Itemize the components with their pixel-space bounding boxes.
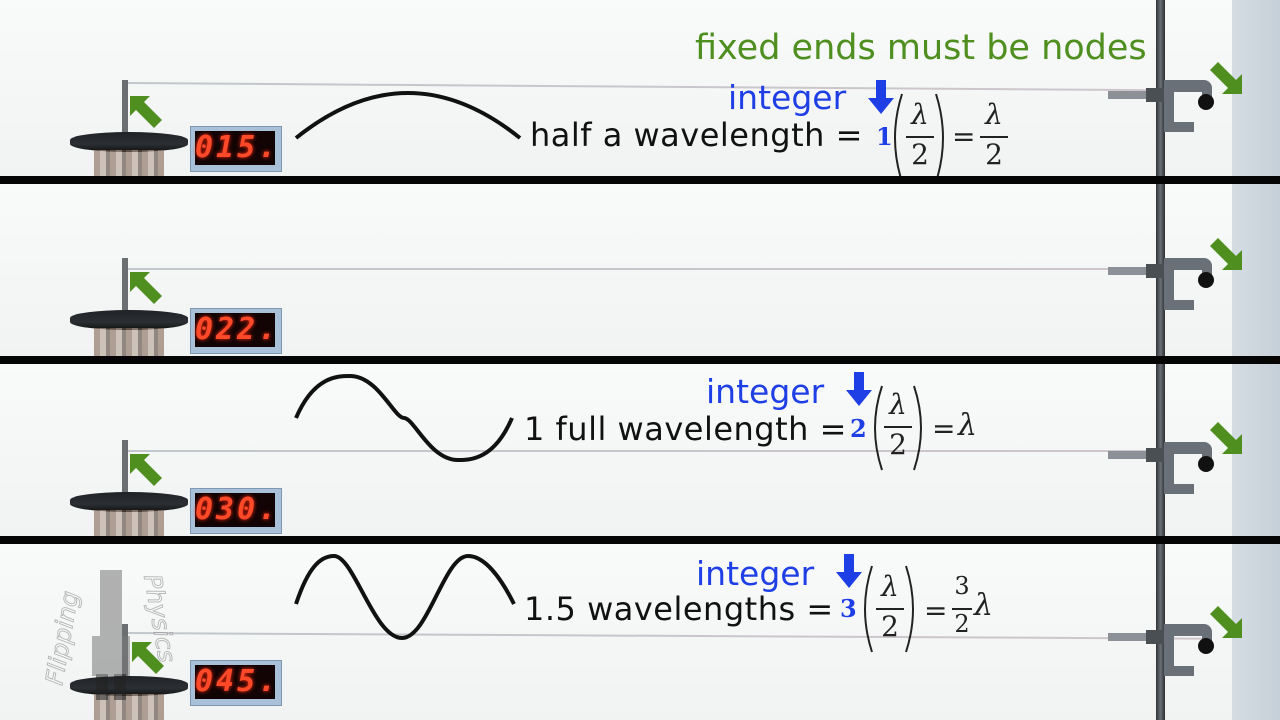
driver-disc (70, 492, 188, 512)
result-lambda: λ (974, 588, 994, 623)
down-arrow-icon (846, 372, 872, 406)
frequency-readout: 045. (195, 664, 280, 699)
result-fraction: 3 2 (942, 564, 982, 652)
left-paren (894, 93, 903, 176)
frequency-readout: 030. (195, 492, 280, 527)
panel-full-wavelength: 030. 1 full wavelength = integer 2 λ 2 =… (0, 364, 1280, 536)
equals-sign: = (932, 412, 956, 445)
driver-rod (122, 80, 128, 138)
clamp-bracket (1164, 258, 1214, 310)
result-numerator: 3 (954, 572, 970, 600)
fraction-lambda-over-2: λ 2 (878, 384, 918, 470)
frequency-display: 030. (190, 488, 282, 534)
fraction-numerator: λ (889, 388, 907, 421)
clamp-bolt (1108, 88, 1166, 102)
integer-multiplier: 1 (876, 122, 893, 151)
result-numerator: λ (985, 98, 1003, 131)
panel-1-5-wavelengths: 045. 1.5 wavelengths = integer 3 λ 2 = 3… (0, 544, 1280, 720)
fraction-bar (952, 608, 972, 610)
fraction-bar (906, 136, 934, 138)
green-arrow-icon (130, 96, 162, 128)
integer-label: integer (728, 78, 847, 117)
svg-text:Physics: Physics (138, 572, 181, 664)
integer-multiplier: 2 (850, 414, 867, 443)
one-and-half-wave-diagram (294, 553, 516, 641)
frequency-display: 015. (190, 126, 282, 172)
string (121, 632, 1212, 640)
green-arrow-icon (130, 272, 162, 304)
down-arrow-icon (836, 554, 862, 588)
result-fraction: λ 2 (974, 92, 1014, 176)
left-paren (864, 565, 873, 653)
green-arrow-icon (1210, 606, 1242, 638)
result-lambda: λ (958, 408, 978, 443)
result-denominator: 2 (954, 610, 970, 638)
panel-half-wavelength: 015. half a wavelength = integer 1 λ 2 =… (0, 0, 1280, 176)
clamp-bracket (1164, 442, 1214, 494)
frequency-readout: 022. (195, 312, 280, 347)
driver-mechanism (94, 328, 164, 356)
fraction-denominator: 2 (881, 610, 899, 643)
clamp-bracket (1164, 624, 1214, 676)
clamp-bolt (1108, 264, 1166, 278)
frequency-display: 045. (190, 660, 282, 706)
frequency-display: 022. (190, 308, 282, 354)
panel-no-wave: 022. (0, 184, 1280, 356)
divider (0, 536, 1280, 544)
green-arrow-icon (132, 642, 164, 674)
left-paren (874, 385, 883, 471)
green-arrow-icon (1210, 422, 1242, 454)
wave-driver (70, 80, 188, 176)
result-denominator: 2 (985, 138, 1003, 171)
fraction-lambda-over-2: λ 2 (900, 92, 940, 176)
driver-mechanism (94, 510, 164, 536)
string (122, 450, 1212, 452)
fraction-lambda-over-2: λ 2 (870, 564, 910, 652)
right-paren (913, 385, 922, 471)
fraction-numerator: λ (881, 570, 899, 603)
row-label: 1 full wavelength = (524, 410, 847, 448)
fraction-numerator: λ (911, 98, 929, 131)
driver-mechanism (94, 150, 164, 176)
divider (0, 356, 1280, 364)
equals-sign: = (952, 120, 976, 153)
fraction-bar (884, 426, 912, 428)
frequency-readout: 015. (195, 130, 280, 165)
integer-label: integer (696, 554, 815, 593)
green-arrow-icon (1210, 62, 1242, 94)
row-label: 1.5 wavelengths = (524, 590, 834, 628)
equals-sign: = (924, 594, 948, 627)
clamp-bolt (1108, 448, 1166, 462)
driver-rod (122, 258, 128, 316)
divider (0, 176, 1280, 184)
fraction-bar (876, 608, 904, 610)
driver-rod (122, 440, 128, 498)
flipping-physics-logo: Flipping Physics (40, 570, 182, 700)
fraction-denominator: 2 (889, 428, 907, 461)
wave-driver (70, 258, 188, 356)
half-wave-diagram (294, 91, 522, 140)
string (121, 82, 1212, 92)
clamp-bracket (1164, 80, 1214, 132)
fraction-denominator: 2 (911, 138, 929, 171)
full-wave-diagram (294, 373, 514, 463)
right-paren (905, 565, 914, 653)
fraction-bar (980, 136, 1008, 138)
string (122, 268, 1212, 270)
integer-label: integer (706, 372, 825, 411)
page-title: fixed ends must be nodes (695, 28, 1147, 68)
right-paren (935, 93, 944, 176)
green-arrow-icon (1210, 238, 1242, 270)
clamp-bolt (1108, 630, 1166, 644)
row-label: half a wavelength = (530, 116, 863, 154)
wave-driver (70, 440, 188, 536)
driver-disc (70, 132, 188, 152)
svg-text:Flipping: Flipping (40, 589, 84, 687)
green-arrow-icon (130, 454, 162, 486)
driver-disc (70, 310, 188, 330)
integer-multiplier: 3 (840, 594, 857, 623)
down-arrow-icon (868, 80, 894, 114)
